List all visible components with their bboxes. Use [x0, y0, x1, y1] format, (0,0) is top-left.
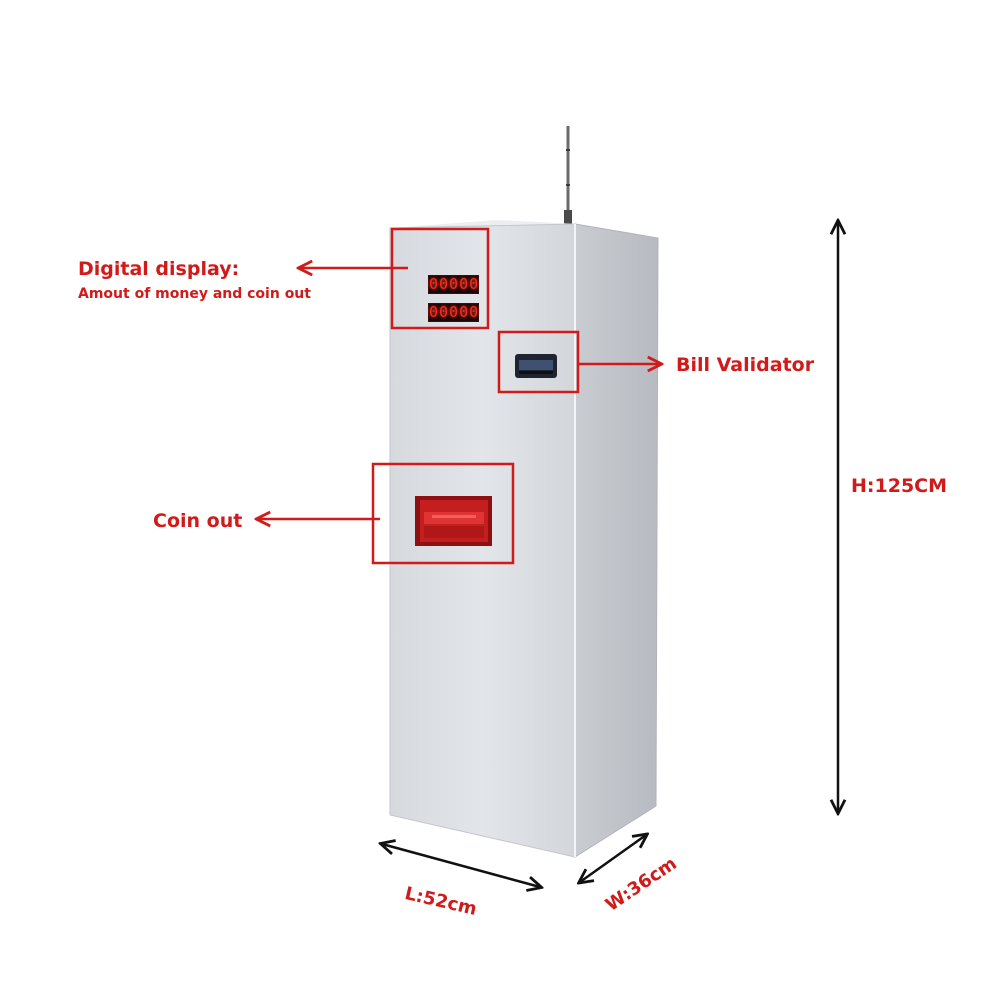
bill-validator-label: Bill Validator — [676, 354, 815, 376]
digital-display-highlight-box — [390, 227, 490, 330]
bill-validator-slot — [515, 354, 557, 378]
width-dimension-arrow — [580, 835, 646, 882]
led-readout-coins: 00000 — [428, 303, 480, 322]
height-dimension-label: H:125CM — [851, 475, 948, 497]
coin-out-highlight-box — [371, 462, 515, 565]
coin-out-label: Coin out — [153, 510, 243, 532]
bill-validator-highlight-box — [497, 330, 580, 394]
coin-out-tray — [415, 496, 492, 546]
digital-display-label: Digital display: — [78, 258, 240, 280]
digital-display-description: Amout of money and coin out — [78, 286, 311, 302]
led-readout-money: 00000 — [428, 275, 480, 294]
antenna — [564, 126, 572, 224]
length-dimension-arrow — [382, 844, 540, 887]
